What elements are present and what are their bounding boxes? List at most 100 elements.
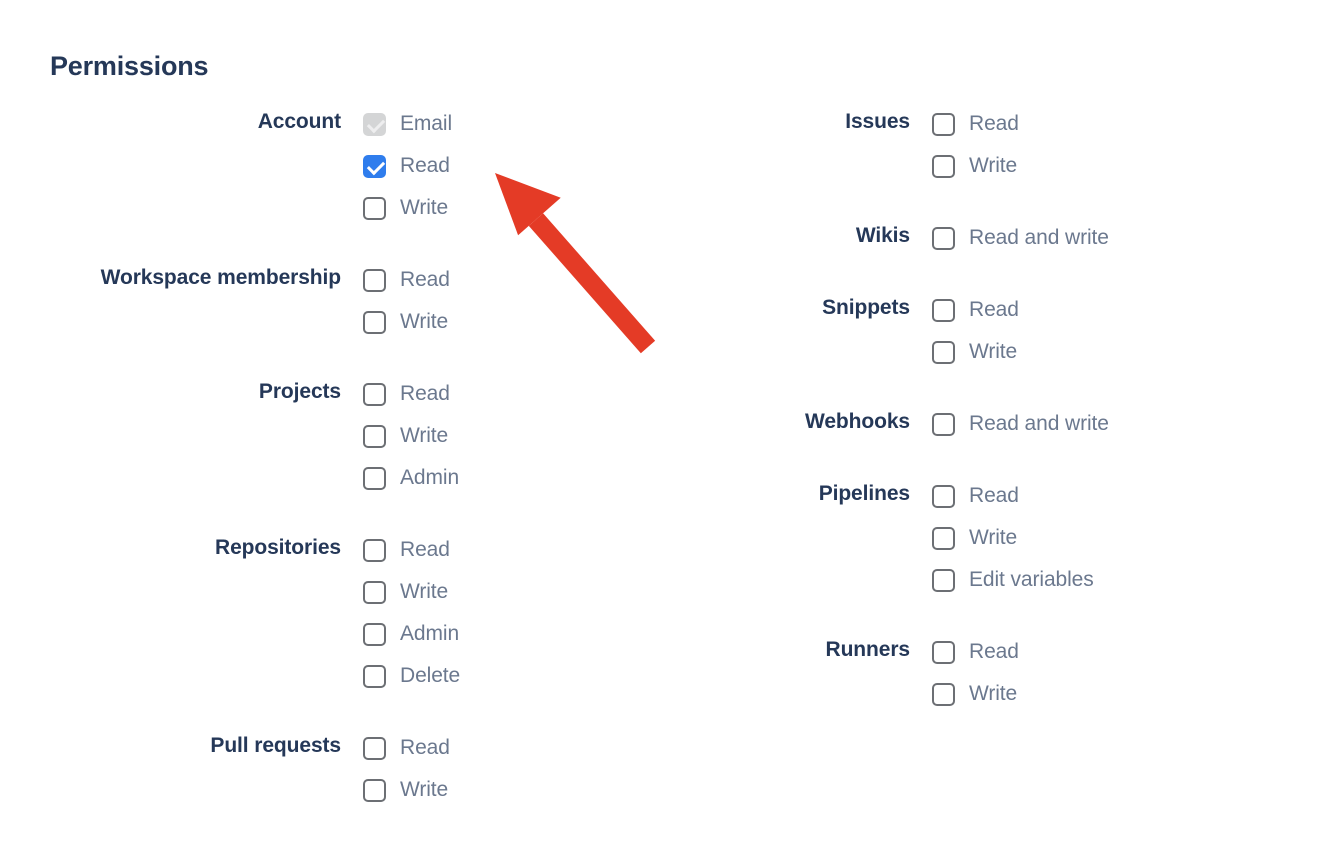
option-label-projects-write: Write bbox=[400, 424, 449, 447]
option-label-workspace-membership-read: Read bbox=[400, 268, 450, 291]
checkbox-account-email bbox=[363, 112, 386, 136]
checkbox-repositories-write[interactable] bbox=[363, 580, 386, 604]
checkbox-projects-write[interactable] bbox=[363, 424, 386, 448]
checkmark-icon bbox=[366, 156, 386, 175]
checkbox-issues-write[interactable] bbox=[932, 154, 955, 178]
group-label-wikis: Wikis bbox=[855, 224, 910, 247]
option-row-projects-admin[interactable]: Admin bbox=[363, 457, 459, 499]
group-label-pipelines: Pipelines bbox=[818, 482, 910, 505]
option-row-repositories-read[interactable]: Read bbox=[363, 529, 460, 571]
option-label-pipelines-write: Write bbox=[969, 526, 1018, 549]
option-label-repositories-admin: Admin bbox=[400, 622, 460, 645]
checkbox-runners-read[interactable] bbox=[932, 640, 955, 664]
checkbox-runners-write[interactable] bbox=[932, 682, 955, 706]
option-row-repositories-write[interactable]: Write bbox=[363, 571, 460, 613]
group-label-issues: Issues bbox=[845, 110, 910, 133]
option-list-wikis: Read and write bbox=[932, 217, 1109, 259]
option-row-pull-requests-read[interactable]: Read bbox=[363, 727, 450, 769]
option-row-wikis-read-and-write[interactable]: Read and write bbox=[932, 217, 1109, 259]
checkbox-pull-requests-write[interactable] bbox=[363, 778, 386, 802]
option-row-snippets-read[interactable]: Read bbox=[932, 289, 1019, 331]
checkbox-repositories-read[interactable] bbox=[363, 538, 386, 562]
option-row-workspace-membership-write[interactable]: Write bbox=[363, 301, 450, 343]
option-row-snippets-write[interactable]: Write bbox=[932, 331, 1019, 373]
option-row-issues-write[interactable]: Write bbox=[932, 145, 1019, 187]
option-list-webhooks: Read and write bbox=[932, 403, 1109, 445]
checkbox-repositories-delete[interactable] bbox=[363, 664, 386, 688]
group-label-account: Account bbox=[257, 110, 341, 133]
group-label-snippets: Snippets bbox=[822, 296, 910, 319]
option-row-repositories-delete[interactable]: Delete bbox=[363, 655, 460, 697]
group-label-runners: Runners bbox=[825, 638, 911, 661]
option-row-account-read[interactable]: Read bbox=[363, 145, 452, 187]
option-row-account-email[interactable]: Email bbox=[363, 103, 452, 145]
checkbox-snippets-read[interactable] bbox=[932, 298, 955, 322]
group-label-repositories: Repositories bbox=[215, 536, 341, 559]
checkbox-repositories-admin[interactable] bbox=[363, 622, 386, 646]
checkbox-workspace-membership-read[interactable] bbox=[363, 268, 386, 292]
option-row-projects-read[interactable]: Read bbox=[363, 373, 459, 415]
option-row-runners-write[interactable]: Write bbox=[932, 673, 1019, 715]
option-row-workspace-membership-read[interactable]: Read bbox=[363, 259, 450, 301]
checkbox-pull-requests-read[interactable] bbox=[363, 736, 386, 760]
group-label-workspace-membership: Workspace membership bbox=[100, 266, 341, 289]
option-label-pipelines-edit-variables: Edit variables bbox=[969, 568, 1094, 591]
page-title: Permissions bbox=[50, 51, 209, 81]
checkbox-snippets-write[interactable] bbox=[932, 340, 955, 364]
option-label-projects-read: Read bbox=[400, 382, 450, 405]
checkbox-pipelines-edit-variables[interactable] bbox=[932, 568, 955, 592]
option-label-account-write: Write bbox=[400, 196, 449, 219]
option-row-projects-write[interactable]: Write bbox=[363, 415, 459, 457]
option-row-pipelines-edit-variables[interactable]: Edit variables bbox=[932, 559, 1094, 601]
option-label-runners-write: Write bbox=[969, 682, 1018, 705]
option-row-pull-requests-write[interactable]: Write bbox=[363, 769, 450, 811]
checkbox-account-read[interactable] bbox=[363, 154, 386, 178]
option-label-pull-requests-read: Read bbox=[400, 736, 450, 759]
group-label-pull-requests: Pull requests bbox=[210, 734, 341, 757]
checkbox-pipelines-read[interactable] bbox=[932, 484, 955, 508]
option-row-pipelines-write[interactable]: Write bbox=[932, 517, 1094, 559]
option-row-pipelines-read[interactable]: Read bbox=[932, 475, 1094, 517]
checkbox-webhooks-read-and-write[interactable] bbox=[932, 412, 955, 436]
checkbox-issues-read[interactable] bbox=[932, 112, 955, 136]
option-label-issues-read: Read bbox=[969, 112, 1019, 135]
checkbox-account-write[interactable] bbox=[363, 196, 386, 220]
checkbox-projects-admin[interactable] bbox=[363, 466, 386, 490]
checkbox-wikis-read-and-write[interactable] bbox=[932, 226, 955, 250]
checkbox-workspace-membership-write[interactable] bbox=[363, 310, 386, 334]
option-label-runners-read: Read bbox=[969, 640, 1019, 663]
option-row-issues-read[interactable]: Read bbox=[932, 103, 1019, 145]
option-row-runners-read[interactable]: Read bbox=[932, 631, 1019, 673]
checkbox-pipelines-write[interactable] bbox=[932, 526, 955, 550]
option-row-account-write[interactable]: Write bbox=[363, 187, 452, 229]
option-row-repositories-admin[interactable]: Admin bbox=[363, 613, 460, 655]
option-label-webhooks-read-and-write: Read and write bbox=[969, 412, 1109, 435]
option-label-repositories-delete: Delete bbox=[400, 664, 461, 687]
option-label-snippets-read: Read bbox=[969, 298, 1019, 321]
option-row-webhooks-read-and-write[interactable]: Read and write bbox=[932, 403, 1109, 445]
option-label-repositories-read: Read bbox=[400, 538, 450, 561]
option-label-projects-admin: Admin bbox=[400, 466, 460, 489]
option-label-workspace-membership-write: Write bbox=[400, 310, 449, 333]
checkbox-projects-read[interactable] bbox=[363, 382, 386, 406]
option-label-snippets-write: Write bbox=[969, 340, 1018, 363]
